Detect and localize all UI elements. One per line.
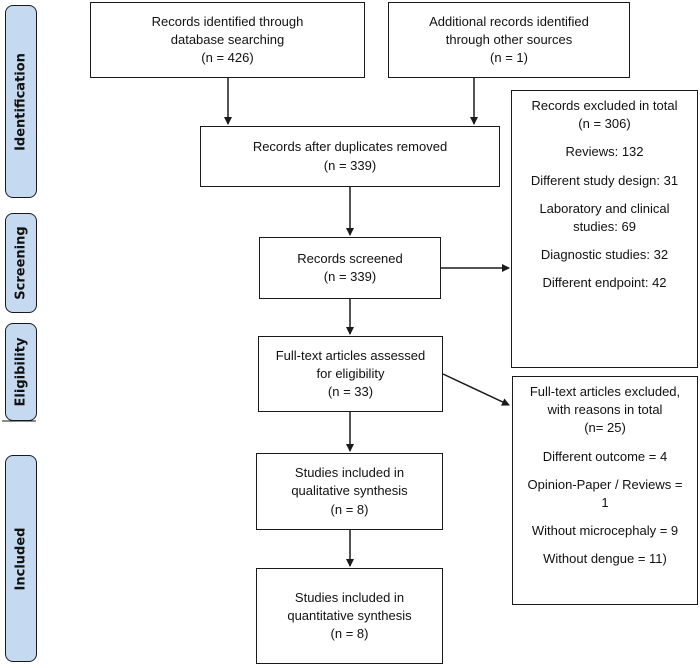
item-line: Diagnostic studies: 32: [540, 247, 669, 263]
item-line: Without dengue = 11): [543, 551, 667, 567]
fulltext-excluded-outcome: Different outcome = 4: [521, 448, 689, 466]
box-line: Full-text articles assessed: [275, 347, 426, 363]
fulltext-excluded-head-line: (n= 25): [584, 420, 626, 436]
box-after-duplicates: Records after duplicates removed (n = 33…: [200, 126, 500, 187]
item-line: Different outcome = 4: [542, 448, 668, 464]
stage-screening: Screening: [5, 213, 37, 313]
box-line: (n = 8): [330, 626, 369, 642]
item-line: Laboratory and clinical: [539, 200, 670, 216]
excluded-head-line: Records excluded in total: [531, 98, 678, 113]
excluded-item-reviews: Reviews: 132: [520, 143, 689, 161]
excluded-item-study-design: Different study design: 31: [520, 172, 689, 190]
box-line: Records identified through: [151, 13, 304, 29]
box-fulltext-excluded: Full-text articles excluded, with reason…: [512, 376, 698, 605]
box-line: (n = 33): [327, 384, 374, 400]
box-line: Studies included in: [294, 589, 405, 605]
fulltext-excluded-dengue: Without dengue = 11): [521, 550, 689, 568]
fulltext-excluded-microcephaly: Without microcephaly = 9: [521, 522, 689, 540]
box-line: Additional records identified: [429, 13, 589, 29]
fulltext-excluded-head-line: Full-text articles excluded,: [529, 384, 681, 399]
item-line: Without microcephaly = 9: [531, 523, 679, 539]
excluded-item-lab-clinical: Laboratory and clinical studies: 69: [520, 200, 689, 236]
box-line: Records screened: [297, 250, 403, 266]
box-line: (n = 339): [323, 269, 377, 284]
arrow-fulltext-to-excluded: [442, 373, 510, 406]
box-records-excluded: Records excluded in total (n = 306) Revi…: [511, 90, 698, 368]
box-line: through other sources: [445, 31, 573, 47]
stage-identification: Identification: [5, 5, 37, 198]
box-records-screened: Records screened (n = 339): [259, 237, 441, 299]
fulltext-excluded-opinion: Opinion-Paper / Reviews = 1: [521, 476, 689, 512]
excluded-head-line: (n = 306): [578, 116, 631, 132]
stage-included: Included: [5, 455, 37, 662]
box-line: (n = 339): [323, 157, 377, 173]
box-line: Records after duplicates removed: [252, 139, 448, 155]
box-other-sources: Additional records identified through ot…: [388, 2, 630, 78]
item-line: studies: 69: [573, 218, 636, 234]
box-line: (n = 426): [201, 50, 254, 66]
box-line: for eligibility: [316, 365, 385, 381]
item-line: Reviews: 132: [565, 144, 644, 160]
box-qualitative-synthesis: Studies included in qualitative synthesi…: [256, 453, 443, 530]
item-line: Different study design: 31: [530, 172, 679, 188]
box-line: qualitative synthesis: [291, 483, 408, 499]
box-line: Studies included in: [294, 465, 405, 481]
item-line: 1: [601, 494, 609, 510]
box-quantitative-synthesis: Studies included in quantitative synthes…: [256, 568, 443, 664]
box-line: (n = 8): [330, 501, 369, 517]
excluded-item-endpoint: Different endpoint: 42: [520, 274, 689, 292]
item-line: Opinion-Paper / Reviews =: [527, 476, 683, 492]
box-full-text-assessed: Full-text articles assessed for eligibil…: [258, 336, 443, 412]
box-line: quantitative synthesis: [287, 607, 412, 623]
excluded-item-diagnostic: Diagnostic studies: 32: [520, 246, 689, 264]
item-line: Different endpoint: 42: [542, 275, 667, 291]
box-line: (n = 1): [490, 50, 528, 66]
fulltext-excluded-head-line: with reasons in total: [547, 402, 663, 418]
box-line: database searching: [170, 31, 285, 47]
box-database-records: Records identified through database sear…: [90, 2, 365, 78]
